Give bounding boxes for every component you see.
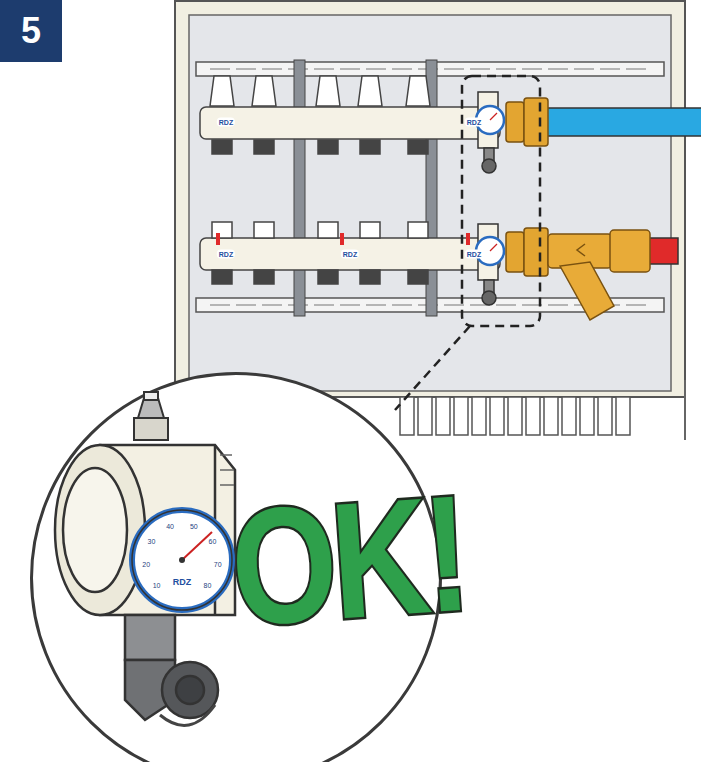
small-gauges xyxy=(482,159,496,173)
blue-pipe xyxy=(545,108,701,136)
red-pipe xyxy=(648,238,678,264)
vent-grille xyxy=(490,397,504,435)
gauge-scale-number: 80 xyxy=(204,582,212,589)
highlight-frame xyxy=(462,76,540,326)
manifold-top xyxy=(200,76,500,154)
gauge-scale-number: 70 xyxy=(214,561,222,568)
brand-mark: RDZ xyxy=(173,578,192,587)
bracket xyxy=(294,60,305,316)
brand-mark: RDZ xyxy=(465,250,483,259)
cabinet xyxy=(189,15,671,391)
manifold-bottom xyxy=(340,233,344,245)
manifold-bottom xyxy=(360,222,380,238)
manifold-bottom xyxy=(360,270,380,284)
manifold-top xyxy=(252,76,276,106)
manifold-bottom xyxy=(466,233,470,245)
blue-pipe xyxy=(545,108,701,136)
vent-grille xyxy=(472,397,486,435)
manifold-top xyxy=(212,140,232,154)
brass-fitting xyxy=(506,102,524,142)
manifold-bottom xyxy=(318,222,338,238)
cabinet xyxy=(175,1,685,397)
vent-grille xyxy=(562,397,576,435)
vent-grille xyxy=(526,397,540,435)
manifold-bottom xyxy=(254,222,274,238)
vent-grille xyxy=(580,397,594,435)
gauge-scale-number: 10 xyxy=(153,582,161,589)
brand-mark: RDZ xyxy=(341,250,359,259)
vent-grille xyxy=(400,397,414,435)
manifold-top xyxy=(212,140,428,154)
vent-grille xyxy=(598,397,612,435)
gauge-scale-number: 50 xyxy=(190,523,198,530)
highlight-frame xyxy=(395,326,470,410)
strainer xyxy=(560,262,614,320)
manifold-top xyxy=(360,140,380,154)
manifold-bottom xyxy=(408,270,428,284)
small-gauges xyxy=(490,244,497,251)
manifold-bottom xyxy=(212,222,428,238)
zoom-circle: OK! xyxy=(30,372,442,762)
bracket xyxy=(294,60,437,316)
highlight-frame xyxy=(395,76,540,410)
manifold-top xyxy=(254,140,274,154)
manifold-bottom xyxy=(200,238,500,270)
strainer xyxy=(577,244,585,256)
brass-fitting xyxy=(506,232,524,272)
vent-grille xyxy=(454,397,468,435)
manifold-top xyxy=(408,140,428,154)
vent-grille xyxy=(400,397,630,435)
manifold-bottom xyxy=(212,270,428,284)
manifold-bottom xyxy=(212,270,232,284)
brand-mark: RDZ xyxy=(217,250,235,259)
manifold-top xyxy=(358,76,382,106)
gauge-scale-number: 60 xyxy=(209,537,217,544)
brass-fitting xyxy=(524,98,548,146)
brass-fitting xyxy=(524,228,548,276)
vent-grille xyxy=(508,397,522,435)
manifold-bottom xyxy=(212,222,232,238)
manifold-top xyxy=(210,76,234,106)
gauge-scale-number: 30 xyxy=(148,537,156,544)
manifold-top xyxy=(210,76,430,106)
brand-mark: RDZ xyxy=(465,118,483,127)
step-number-box: 5 xyxy=(0,0,62,62)
vent-grille xyxy=(544,397,558,435)
manifold-top xyxy=(406,76,430,106)
step-number: 5 xyxy=(21,10,41,52)
manifold-bottom xyxy=(408,222,428,238)
vent-grille xyxy=(436,397,450,435)
red-pipe xyxy=(648,238,678,264)
small-gauges xyxy=(490,113,497,120)
cabinet xyxy=(684,380,686,440)
manifold-bottom xyxy=(318,270,338,284)
gauge-scale-number: 40 xyxy=(166,523,174,530)
manifold-top xyxy=(200,107,500,139)
strainer xyxy=(610,230,650,272)
ok-text: OK! xyxy=(226,471,470,652)
manifold-bottom xyxy=(216,233,470,245)
manifold-bottom xyxy=(254,270,274,284)
vent-grille xyxy=(616,397,630,435)
manifold-bottom xyxy=(200,222,500,284)
gauge-scale-number: 20 xyxy=(142,561,150,568)
brand-mark: RDZ xyxy=(217,118,235,127)
strainer xyxy=(548,230,650,320)
vent-grille xyxy=(418,397,432,435)
manifold-top xyxy=(318,140,338,154)
manifold-bottom xyxy=(216,233,220,245)
small-gauges xyxy=(482,291,496,305)
brass-fitting xyxy=(506,98,548,276)
manifold-top xyxy=(316,76,340,106)
